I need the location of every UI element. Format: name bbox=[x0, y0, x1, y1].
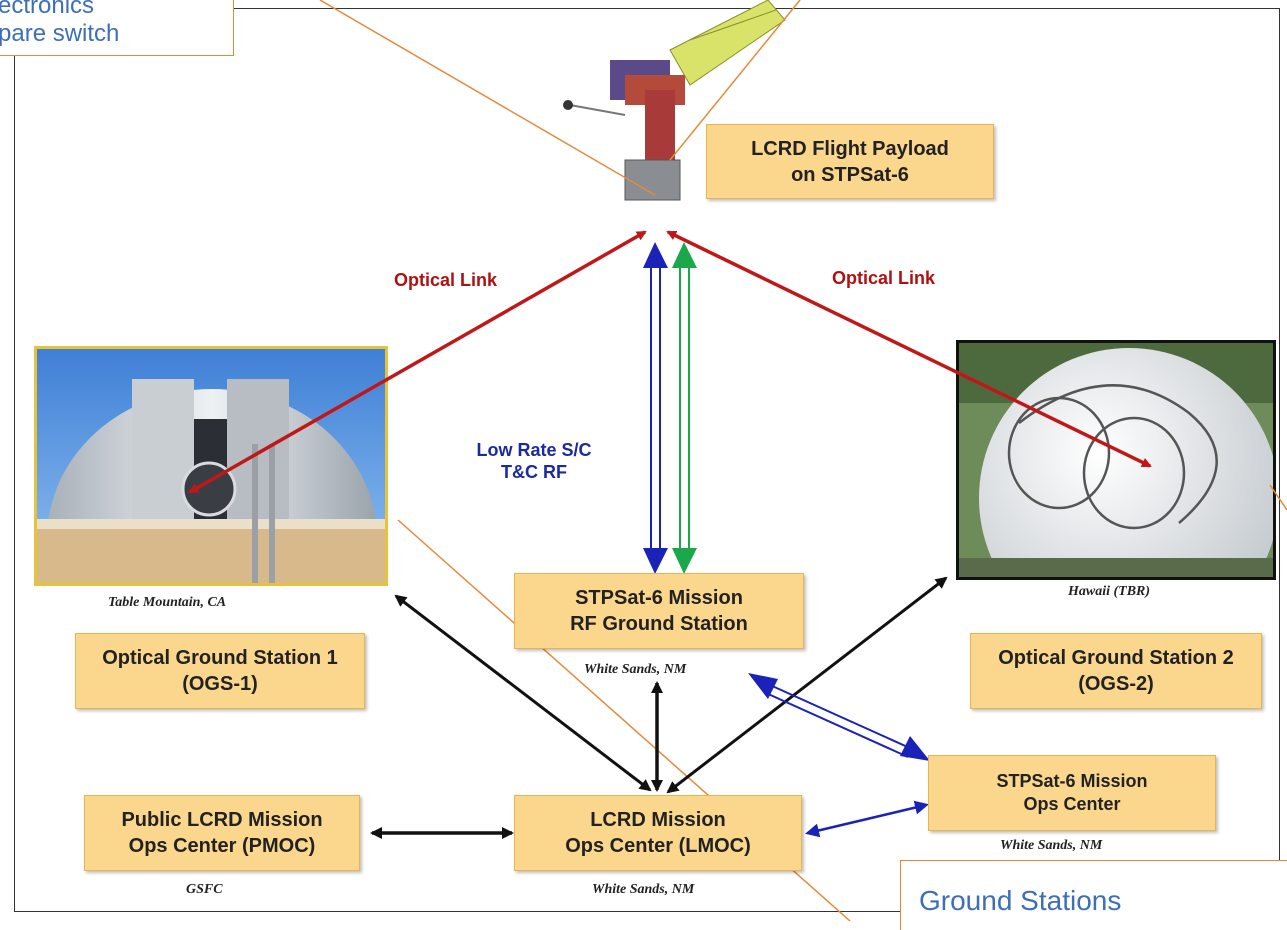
payload-box: LCRD Flight Payload on STPSat-6 bbox=[706, 124, 994, 199]
sat-ops-location: White Sands, NM bbox=[1000, 838, 1103, 853]
callout-leader-line bbox=[1269, 484, 1287, 511]
ogs2-to-lmoc-arrow bbox=[666, 576, 948, 794]
ogs1-location: Table Mountain, CA bbox=[108, 595, 227, 610]
rf-station-line1: STPSat-6 Mission bbox=[575, 587, 743, 609]
optical-link-right-arrow bbox=[666, 230, 1152, 468]
low-rate-line2: T&C RF bbox=[501, 461, 567, 482]
payload-line2: on STPSat-6 bbox=[791, 163, 909, 186]
ogs1-line1: Optical Ground Station 1 bbox=[102, 647, 338, 669]
callout-bottom: Ground Stations bbox=[900, 860, 1287, 930]
ogs2-line2: (OGS-2) bbox=[1078, 673, 1154, 695]
optical-link-left-label: Optical Link bbox=[394, 270, 498, 290]
ogs1-to-lmoc-arrow bbox=[394, 594, 652, 792]
rf-link-green-arrow bbox=[672, 242, 697, 574]
rf-link-blue-arrow bbox=[643, 242, 668, 574]
optical-link-left-arrow bbox=[188, 230, 647, 494]
callout-leader-line bbox=[669, 0, 801, 161]
lmoc-line2: Ops Center (LMOC) bbox=[565, 835, 751, 857]
lmoc-to-satops-arrow bbox=[805, 800, 929, 838]
callout-top-line2: pare switch bbox=[0, 20, 120, 47]
ogs2-line1: Optical Ground Station 2 bbox=[998, 647, 1234, 669]
payload-line1: LCRD Flight Payload bbox=[751, 137, 949, 160]
callout-leader-line bbox=[319, 0, 656, 196]
optical-link-right-label: Optical Link bbox=[832, 268, 936, 288]
ogs1-box: Optical Ground Station 1 (OGS-1) bbox=[75, 633, 365, 709]
rf-station-to-satops-arrow bbox=[748, 673, 930, 761]
callout-bottom-text: Ground Stations bbox=[919, 885, 1122, 916]
sat-ops-line2: Ops Center bbox=[1023, 794, 1121, 814]
lmoc-location: White Sands, NM bbox=[592, 882, 695, 897]
low-rate-label: Low Rate S/C T&C RF bbox=[454, 440, 614, 483]
satellite-image bbox=[563, 0, 786, 201]
low-rate-line1: Low Rate S/C bbox=[476, 440, 592, 460]
pmoc-line2: Ops Center (PMOC) bbox=[128, 835, 316, 857]
ogs2-box: Optical Ground Station 2 (OGS-2) bbox=[970, 633, 1262, 709]
lmoc-line1: LCRD Mission bbox=[590, 809, 726, 831]
callout-top: ectronics pare switch bbox=[0, 0, 234, 56]
pmoc-box: Public LCRD Mission Ops Center (PMOC) bbox=[84, 795, 360, 871]
lmoc-box: LCRD Mission Ops Center (LMOC) bbox=[514, 795, 802, 871]
rf-station-location: White Sands, NM bbox=[584, 662, 687, 677]
pmoc-location: GSFC bbox=[186, 882, 223, 897]
rf-station-line2: RF Ground Station bbox=[570, 613, 748, 635]
sat-ops-line1: STPSat-6 Mission bbox=[996, 770, 1148, 791]
rf-station-box: STPSat-6 Mission RF Ground Station bbox=[514, 573, 804, 649]
callout-top-line1: ectronics bbox=[0, 0, 95, 19]
pmoc-line1: Public LCRD Mission bbox=[121, 809, 323, 831]
ogs2-location: Hawaii (TBR) bbox=[1068, 584, 1151, 599]
sat-ops-box: STPSat-6 Mission Ops Center bbox=[928, 755, 1216, 831]
ogs1-line2: (OGS-1) bbox=[182, 673, 258, 695]
